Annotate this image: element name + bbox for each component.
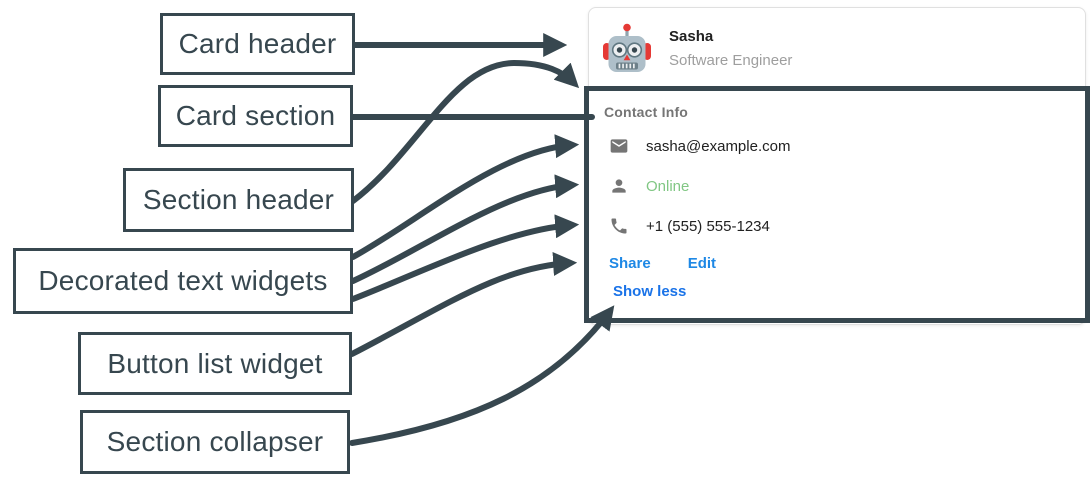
arrow-decorated-status bbox=[350, 174, 580, 284]
profile-card: Sasha Software Engineer Contact Info sas… bbox=[588, 7, 1086, 325]
email-text: sasha@example.com bbox=[646, 137, 791, 155]
label-section-collapser: Section collapser bbox=[80, 410, 350, 474]
arrow-section-header bbox=[350, 59, 580, 204]
email-icon bbox=[610, 139, 628, 153]
person-name: Sasha bbox=[669, 27, 714, 45]
label-text: Section header bbox=[142, 184, 335, 215]
edit-button[interactable]: Edit bbox=[687, 255, 717, 272]
label-decorated-text-widgets: Decorated text widgets bbox=[13, 248, 353, 314]
share-button[interactable]: Share bbox=[609, 255, 651, 272]
identity-block: Sasha Software Engineer bbox=[669, 29, 792, 68]
arrow-section-collapser bbox=[349, 305, 615, 446]
arrow-button-list bbox=[349, 251, 578, 357]
person-role: Software Engineer bbox=[669, 51, 793, 69]
label-section-header: Section header bbox=[123, 168, 354, 232]
card-header: Sasha Software Engineer bbox=[589, 8, 1085, 88]
label-button-list-widget: Button list widget bbox=[78, 332, 352, 395]
label-text: Button list widget bbox=[107, 347, 323, 379]
label-card-header: Card header bbox=[160, 13, 355, 75]
decorated-text-phone: +1 (555) 555-1234 bbox=[609, 216, 770, 236]
label-text: Decorated text widgets bbox=[38, 265, 328, 296]
button-list-widget: Share Edit bbox=[609, 256, 716, 271]
decorated-text-email: sasha@example.com bbox=[609, 136, 790, 156]
label-text: Card section bbox=[175, 100, 336, 131]
phone-text: +1 (555) 555-1234 bbox=[646, 217, 770, 235]
section-header-title: Contact Info bbox=[604, 104, 689, 120]
label-text: Card header bbox=[178, 28, 337, 59]
decorated-text-status: Online bbox=[609, 176, 689, 196]
status-text: Online bbox=[646, 177, 690, 195]
person-icon bbox=[612, 179, 626, 193]
arrow-decorated-email bbox=[350, 134, 580, 260]
section-collapser-button[interactable]: Show less bbox=[613, 283, 687, 300]
robot-avatar-icon bbox=[603, 23, 651, 72]
phone-icon bbox=[611, 218, 627, 234]
arrow-decorated-phone bbox=[350, 214, 580, 302]
label-text: Section collapser bbox=[106, 426, 324, 457]
label-card-section: Card section bbox=[158, 85, 353, 147]
